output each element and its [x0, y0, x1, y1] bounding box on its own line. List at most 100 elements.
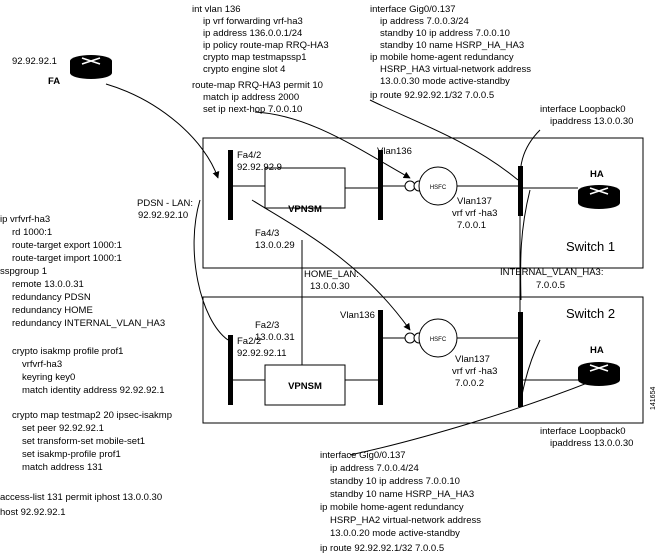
- config-line: access-list 131 permit iphost 13.0.0.30: [0, 492, 162, 503]
- config-line: ip address 7.0.0.4/24: [330, 463, 419, 474]
- config-line: redundancy HOME: [12, 305, 93, 316]
- config-line: HSRP_HA3 virtual-network address: [380, 64, 531, 75]
- config-line: redundancy PDSN: [12, 292, 91, 303]
- config-line: ip route 92.92.92.1/32 7.0.0.5: [320, 543, 444, 554]
- config-line: keyring key0: [22, 372, 75, 383]
- config-line: ip mobile home-agent redundancy: [370, 52, 514, 63]
- config-line: standby 10 name HSRP_HA_HA3: [330, 489, 474, 500]
- config-line: standby 10 ip address 7.0.0.10: [330, 476, 460, 487]
- switch1-fa42-port: [228, 150, 233, 220]
- config-line: rd 1000:1: [12, 227, 52, 238]
- switch1-vlan136-label: Vlan136: [377, 146, 412, 157]
- config-line: set peer 92.92.92.1: [22, 423, 104, 434]
- switch1-vlan136-bar: [378, 150, 383, 220]
- config-line: 13.0.0.20 mode active-standby: [330, 528, 460, 539]
- config-line: ip address 136.0.0.1/24: [203, 28, 302, 39]
- loopback-top-config: interface Loopback0 ipaddress 13.0.0.30: [540, 104, 633, 127]
- config-line: route-target export 1000:1: [12, 240, 122, 251]
- pdsn-lan-curve: [193, 199, 229, 341]
- switch1-fa42-ip: 92.92.92.9: [237, 162, 282, 173]
- switch1-fa42-label: Fa4/2: [237, 150, 261, 161]
- switch2-name: Switch 2: [566, 306, 615, 321]
- config-line: interface Loopback0: [540, 426, 626, 437]
- config-line: interface Gig0/0.137: [370, 4, 456, 15]
- config-line: ip vrf forwarding vrf-ha3: [203, 16, 303, 27]
- switch2-vlan137-label: Vlan137: [455, 354, 490, 365]
- switch1-vpnsm-label: VPNSM: [288, 204, 322, 215]
- pdsn-lan-ip: 92.92.92.10: [138, 210, 188, 221]
- config-line: ip vrfvrf-ha3: [0, 214, 50, 225]
- vlan136-to-switch2-arrow: [251, 199, 411, 331]
- vlan137-switch2-curve: [520, 189, 531, 301]
- switch2-ha-router-icon: [578, 362, 620, 386]
- config-line: set isakmp-profile prof1: [22, 449, 121, 460]
- config-line: remote 13.0.0.31: [12, 279, 84, 290]
- pdsn-lan-label: PDSN - LAN:: [137, 198, 193, 209]
- switch1-fa43-label: Fa4/3: [255, 228, 279, 239]
- config-line: vrfvrf-ha3: [22, 359, 62, 370]
- config-line: interface Gig0/0.137: [320, 450, 406, 461]
- config-line: ip mobile home-agent redundancy: [320, 502, 464, 513]
- switch2-vpnsm-label: VPNSM: [288, 381, 322, 392]
- loopback-bottom-config: interface Loopback0 ipaddress 13.0.0.30: [540, 426, 633, 449]
- config-line: HSRP_HA2 virtual-network address: [330, 515, 481, 526]
- switch2-fa23-ip: 13.0.0.31: [255, 332, 295, 343]
- switch1-vpnsm-box: [264, 167, 346, 209]
- switch1-vlan137-bar: [518, 166, 523, 216]
- switch1-vlan137-label: Vlan137: [457, 196, 492, 207]
- gig-top-config: interface Gig0/0.137 ip address 7.0.0.3/…: [370, 4, 531, 101]
- left-config: ip vrfvrf-ha3 rd 1000:1 route-target exp…: [0, 214, 172, 518]
- home-lan-label: HOME_LAN:: [304, 269, 359, 280]
- fa-to-fa42-arrow: [105, 83, 220, 179]
- gig-bottom-config: interface Gig0/0.137 ip address 7.0.0.4/…: [320, 450, 481, 554]
- switch2-vpnsm-box: [264, 364, 346, 406]
- figure-id: 141654: [650, 387, 657, 410]
- config-line: set ip next-hop 7.0.0.10: [203, 104, 302, 115]
- vlan136-config-arrow: [254, 111, 411, 179]
- internal-vlan-ip: 7.0.0.5: [536, 280, 565, 291]
- config-line: sspgroup 1: [0, 266, 47, 277]
- config-line: host 92.92.92.1: [0, 507, 66, 518]
- loopback-top-curve: [519, 129, 541, 181]
- config-line: redundancy INTERNAL_VLAN_HA3: [12, 318, 165, 329]
- switch2-fa23-label: Fa2/3: [255, 320, 279, 331]
- switch2-fa22-port: [228, 335, 233, 405]
- config-line: match ip address 2000: [203, 92, 299, 103]
- switch1-fa43-ip: 13.0.0.29: [255, 240, 295, 251]
- config-line: crypto map testmapssp1: [203, 52, 307, 63]
- config-line: interface Loopback0: [540, 104, 626, 115]
- config-line: ipaddress 13.0.0.30: [550, 438, 633, 449]
- switch1-ha-router-icon: [578, 185, 620, 209]
- config-line: ipaddress 13.0.0.30: [550, 116, 633, 127]
- config-line: ip address 7.0.0.3/24: [380, 16, 469, 27]
- switch2-vlan136-bar: [378, 310, 383, 405]
- config-line: ip route 92.92.92.1/32 7.0.0.5: [370, 90, 494, 101]
- fa-ip-label: 92.92.92.1: [12, 56, 57, 67]
- config-line: crypto map testmap2 20 ipsec-isakmp: [12, 410, 172, 421]
- gig-top-config-curve: [369, 99, 519, 181]
- config-line: match identity address 92.92.92.1: [22, 385, 165, 396]
- internal-vlan-label: INTERNAL_VLAN_HA3:: [500, 267, 603, 278]
- switch2-hsfc-label: HSFC: [430, 337, 447, 343]
- switch2-vlan137-bar: [518, 312, 523, 407]
- config-line: route-target import 1000:1: [12, 253, 122, 264]
- vlan136-config: int vlan 136 ip vrf forwarding vrf-ha3 i…: [192, 4, 329, 115]
- config-line: standby 10 name HSRP_HA_HA3: [380, 40, 524, 51]
- gig-bottom-config-arrow: [349, 379, 596, 456]
- config-line: 13.0.0.30 mode active-standby: [380, 76, 510, 87]
- switch2-vlan136-label: Vlan136: [340, 310, 375, 321]
- switch1-name: Switch 1: [566, 239, 615, 254]
- config-line: ip policy route-map RRQ-HA3: [203, 40, 329, 51]
- switch2-vlan137-ip: 7.0.0.2: [455, 378, 484, 389]
- switch1-ha-label: HA: [590, 169, 604, 180]
- switch2-ha-label: HA: [590, 345, 604, 356]
- fa-router-icon: [70, 55, 112, 79]
- switch2-fa22-label: Fa2/2: [237, 336, 261, 347]
- switch1-hsfc-label: HSFC: [430, 185, 447, 191]
- config-line: crypto engine slot 4: [203, 64, 285, 75]
- home-lan-ip: 13.0.0.30: [310, 281, 350, 292]
- switch1-vlan137-vrf: vrf vrf -ha3: [452, 208, 497, 219]
- switch1-vlan137-ip: 7.0.0.1: [457, 220, 486, 231]
- switch2-vlan137-vrf: vrf vrf -ha3: [452, 366, 497, 377]
